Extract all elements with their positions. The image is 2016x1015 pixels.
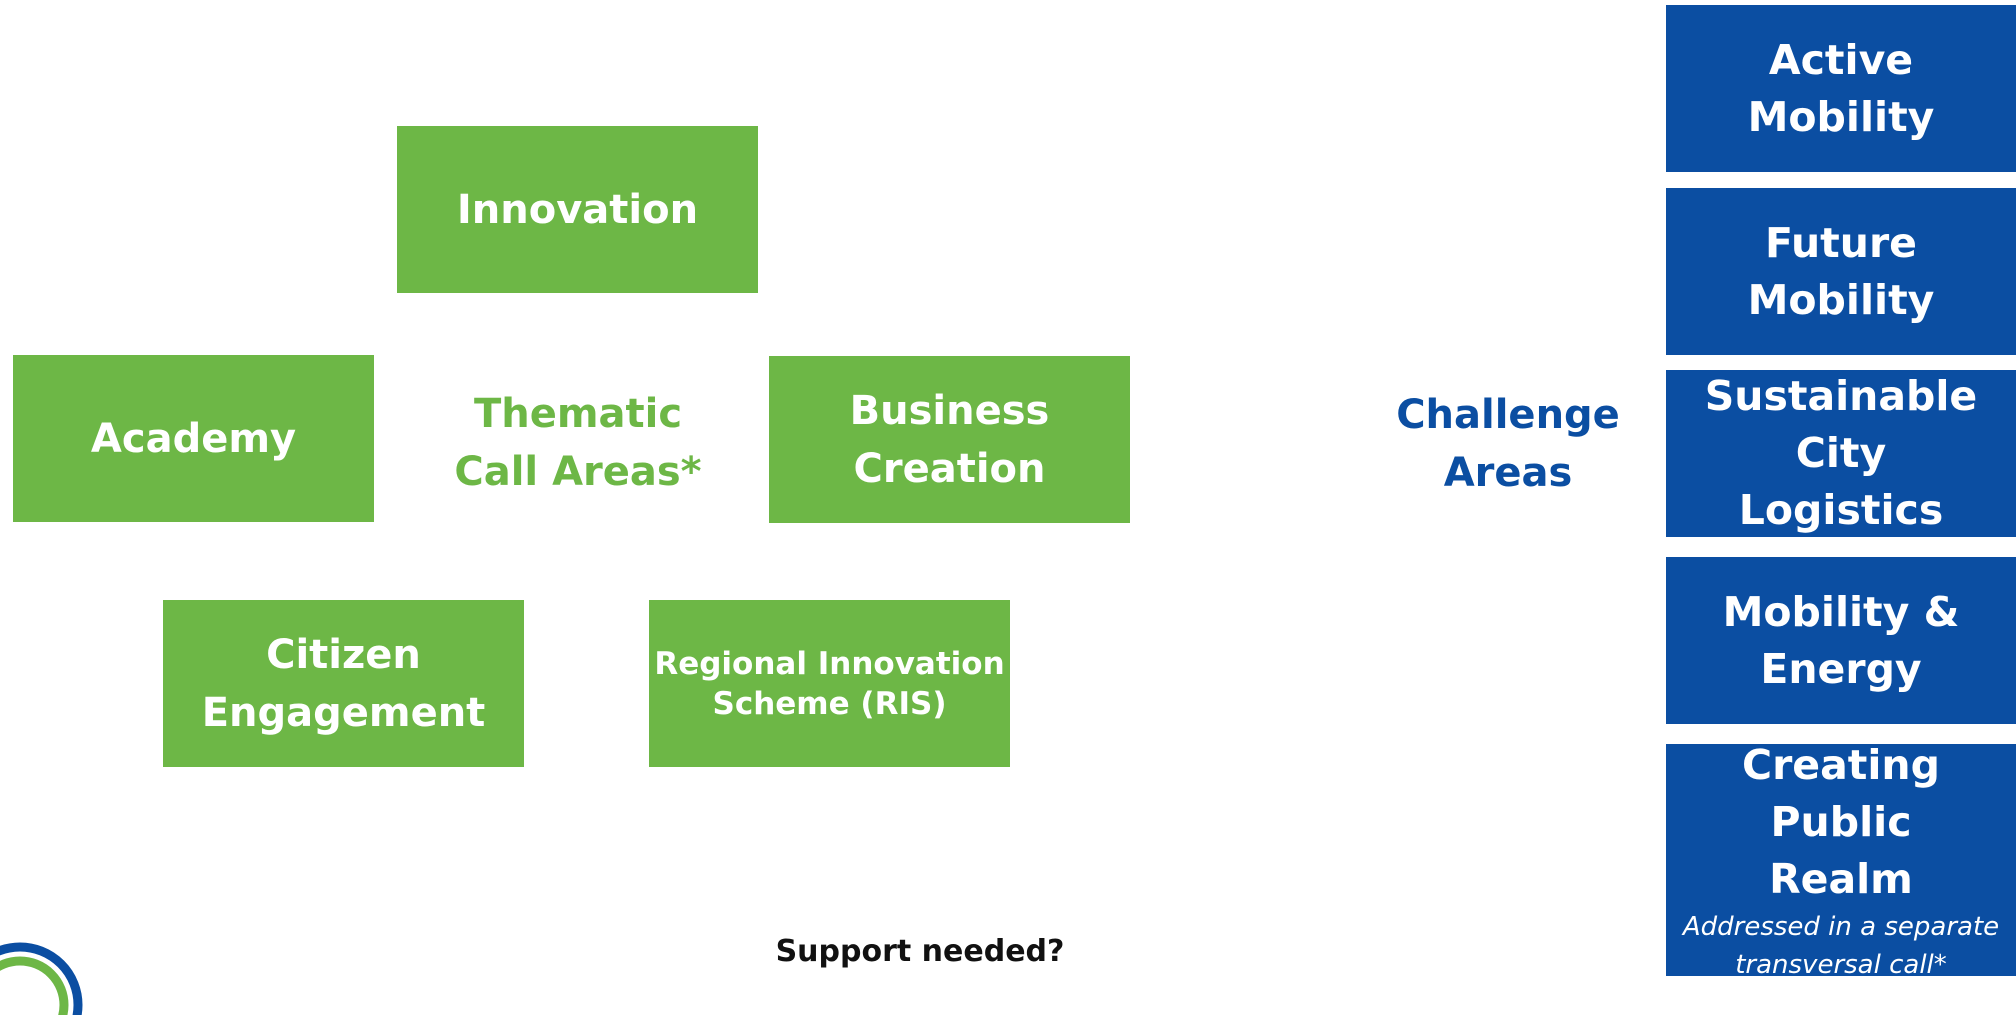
creating-public-realm-box: Creating Public Realm Addressed in a sep… bbox=[1666, 741, 2016, 980]
separate-call-note: Addressed in a separate bbox=[1682, 911, 2000, 942]
logo-icon bbox=[0, 942, 83, 1015]
sustainable-city-logistics-box: Sustainable City Logistics bbox=[1666, 370, 2016, 537]
innovation-label: Innovation bbox=[456, 186, 699, 233]
separate-call-note-line2: transversal call* bbox=[1735, 949, 1947, 980]
academy-label: Academy bbox=[90, 415, 297, 462]
thematic-call-areas-label: Thematic Call Areas* bbox=[454, 391, 702, 495]
academy-box: Academy bbox=[13, 355, 374, 522]
citizen-engagement-box: Citizen Engagement bbox=[163, 600, 524, 767]
challenge-areas-label: Challenge Areas bbox=[1396, 392, 1620, 496]
innovation-box: Innovation bbox=[397, 126, 758, 293]
support-needed-text: Support needed? bbox=[775, 934, 1065, 969]
active-mobility-box: Active Mobility bbox=[1666, 5, 2016, 172]
future-mobility-box: Future Mobility bbox=[1666, 188, 2016, 355]
regional-innovation-scheme-box: Regional Innovation Scheme (RIS) bbox=[649, 600, 1010, 767]
mobility-energy-box: Mobility & Energy bbox=[1666, 557, 2016, 724]
business-creation-box: Business Creation bbox=[769, 356, 1130, 523]
